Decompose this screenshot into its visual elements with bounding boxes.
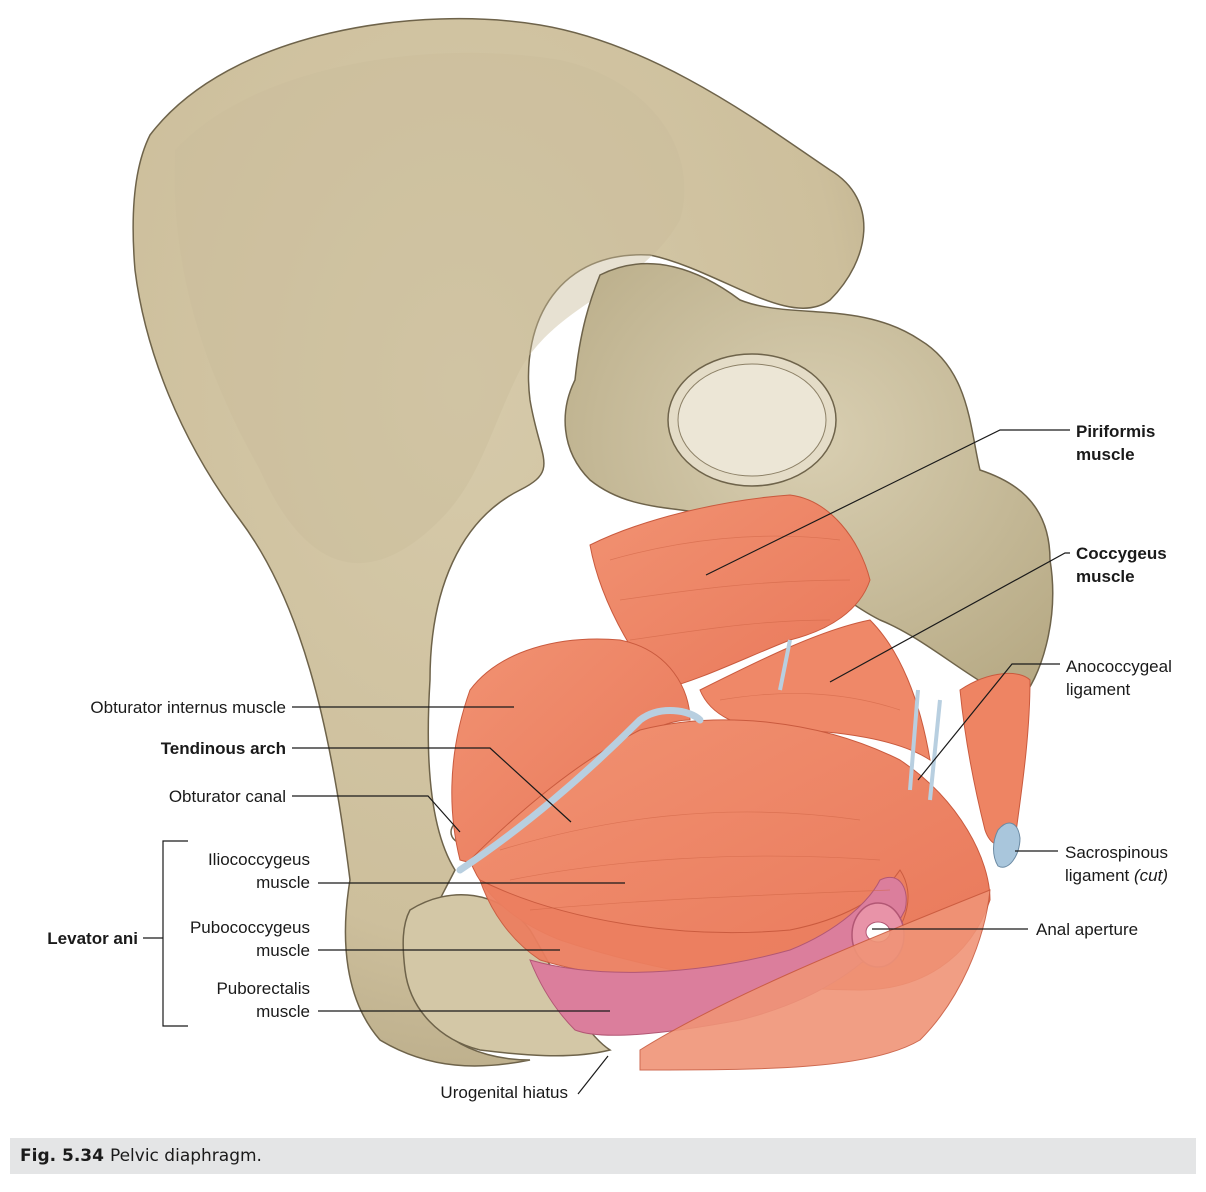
label-sacrospinous-line2: ligament (cut) bbox=[1065, 864, 1168, 887]
label-coccygeus-line1: Coccygeus bbox=[1076, 544, 1167, 563]
ilium-bone bbox=[132, 17, 865, 1067]
caption-title: Pelvic diaphragm. bbox=[109, 1146, 262, 1166]
leader-lines bbox=[143, 429, 1070, 1095]
label-sacrospinous-cut: (cut) bbox=[1134, 866, 1168, 885]
label-obturator-canal: Obturator canal bbox=[168, 787, 286, 806]
label-levator-ani: Levator ani bbox=[47, 929, 138, 948]
label-puborectalis: Puborectalis muscle bbox=[216, 977, 310, 1023]
label-puborectalis-line2: muscle bbox=[256, 1002, 310, 1021]
anococcygeal-ligament-area bbox=[959, 672, 1031, 846]
tendinous-arch-band bbox=[456, 707, 704, 874]
label-piriformis-line2: muscle bbox=[1076, 445, 1135, 464]
label-coccygeus-line2: muscle bbox=[1076, 567, 1135, 586]
label-anal-aperture: Anal aperture bbox=[1036, 920, 1139, 939]
label-obturator-internus: Obturator internus muscle bbox=[90, 698, 286, 717]
label-pubococcygeus-line2: muscle bbox=[256, 941, 310, 960]
label-iliococcygeus-line1: Iliococcygeus bbox=[207, 850, 310, 869]
label-tendinous-arch: Tendinous arch bbox=[160, 739, 286, 758]
label-puborectalis-line1: Puborectalis bbox=[216, 979, 310, 998]
label-anococcygeal: Anococcygeal ligament bbox=[1066, 655, 1172, 701]
label-piriformis: Piriformis muscle bbox=[1076, 420, 1155, 466]
label-iliococcygeus-line2: muscle bbox=[256, 873, 310, 892]
label-urogenital-hiatus: Urogenital hiatus bbox=[440, 1083, 568, 1102]
label-pubococcygeus-line1: Pubococcygeus bbox=[189, 918, 310, 937]
label-pubococcygeus: Pubococcygeus muscle bbox=[190, 916, 310, 962]
caption-figure-number: Fig. 5.34 bbox=[20, 1146, 104, 1166]
label-sacrospinous-word: ligament bbox=[1065, 866, 1130, 885]
iliac-fossa-shade bbox=[174, 52, 685, 564]
label-anococcygeal-line1: Anococcygeal bbox=[1066, 657, 1172, 676]
label-piriformis-line1: Piriformis bbox=[1076, 422, 1156, 441]
label-sacrospinous-line1: Sacrospinous bbox=[1065, 843, 1169, 862]
puborectalis-muscle bbox=[529, 876, 907, 1036]
label-iliococcygeus: Iliococcygeus muscle bbox=[208, 848, 310, 894]
ligament-streaks bbox=[778, 639, 942, 801]
perineal-muscle-flap bbox=[639, 889, 991, 1071]
label-anococcygeal-line2: ligament bbox=[1066, 680, 1131, 699]
label-sacrospinous: Sacrospinous ligament (cut) bbox=[1065, 841, 1168, 887]
label-coccygeus: Coccygeus muscle bbox=[1076, 542, 1167, 588]
muscle-fibre-lines bbox=[499, 535, 901, 911]
sacrospinous-ligament bbox=[993, 822, 1021, 868]
